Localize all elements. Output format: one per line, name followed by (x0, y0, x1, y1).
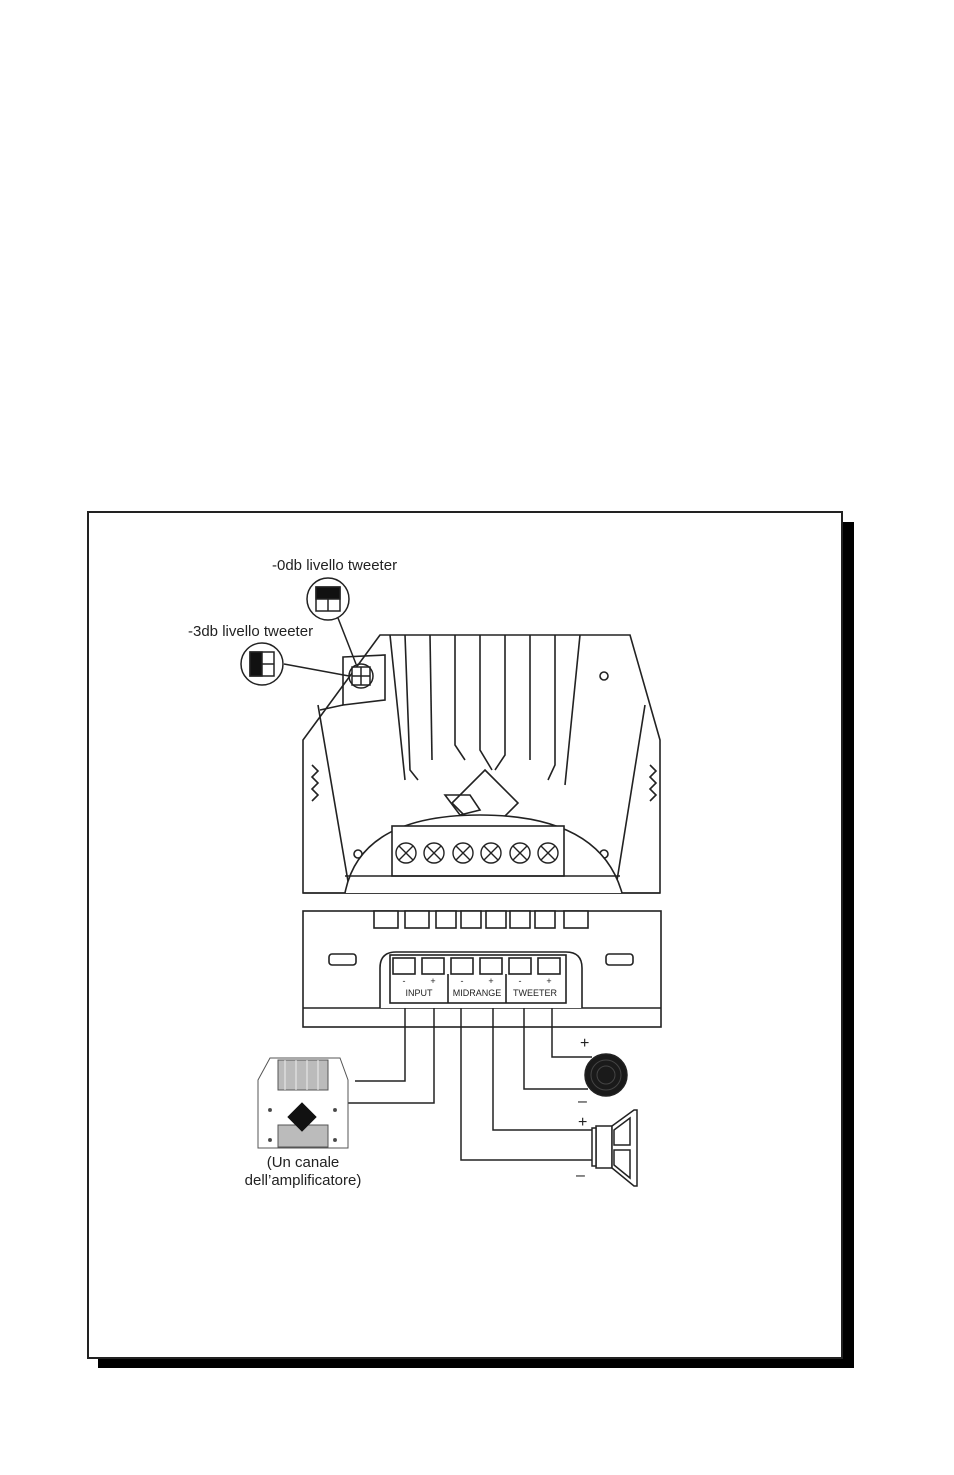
terminal-sign: - (519, 976, 522, 986)
top-terminal-screws (395, 842, 559, 864)
terminal-sign: + (546, 976, 551, 986)
tweeter-level-switch (283, 617, 374, 689)
label-0db: -0db livello tweeter (272, 557, 397, 574)
wire-midrange-plus (492, 1008, 596, 1131)
terminal-sign: + (488, 976, 493, 986)
crossover-top-view (302, 634, 661, 894)
woofer-speaker-icon (591, 1109, 638, 1187)
wire-input-plus (348, 1008, 435, 1104)
label-3db: -3db livello tweeter (188, 623, 313, 640)
terminal-sign: - (403, 976, 406, 986)
wire-tweeter-minus (523, 1008, 588, 1090)
terminal-group-input: INPUT (406, 988, 434, 998)
amp-caption-line2: dell’amplificatore) (245, 1172, 362, 1189)
tweeter-plus-sign: + (580, 1035, 589, 1052)
wire-tweeter-plus (551, 1008, 592, 1058)
amplifier-icon (257, 1057, 349, 1149)
woofer-plus-sign: + (578, 1114, 587, 1131)
amp-caption-line1: (Un canale (267, 1154, 340, 1171)
terminal-sign: - (461, 976, 464, 986)
tweeter-speaker-icon (584, 1053, 628, 1097)
wire-input-minus (355, 1008, 406, 1082)
switch-3db-icon (240, 642, 284, 686)
crossover-front-view (302, 910, 662, 1028)
terminal-sign: + (430, 976, 435, 986)
wire-midrange-minus (460, 1008, 596, 1161)
front-terminal-signs: - + - + - + (403, 976, 552, 986)
terminal-group-midrange: MIDRANGE (453, 988, 502, 998)
wires (348, 1008, 596, 1161)
switch-0db-icon (306, 577, 350, 621)
tweeter-minus-sign: – (578, 1093, 587, 1110)
woofer-minus-sign: – (576, 1167, 585, 1184)
terminal-group-tweeter: TWEETER (513, 988, 557, 998)
terminal-group-labels: INPUT MIDRANGE TWEETER (406, 988, 558, 998)
